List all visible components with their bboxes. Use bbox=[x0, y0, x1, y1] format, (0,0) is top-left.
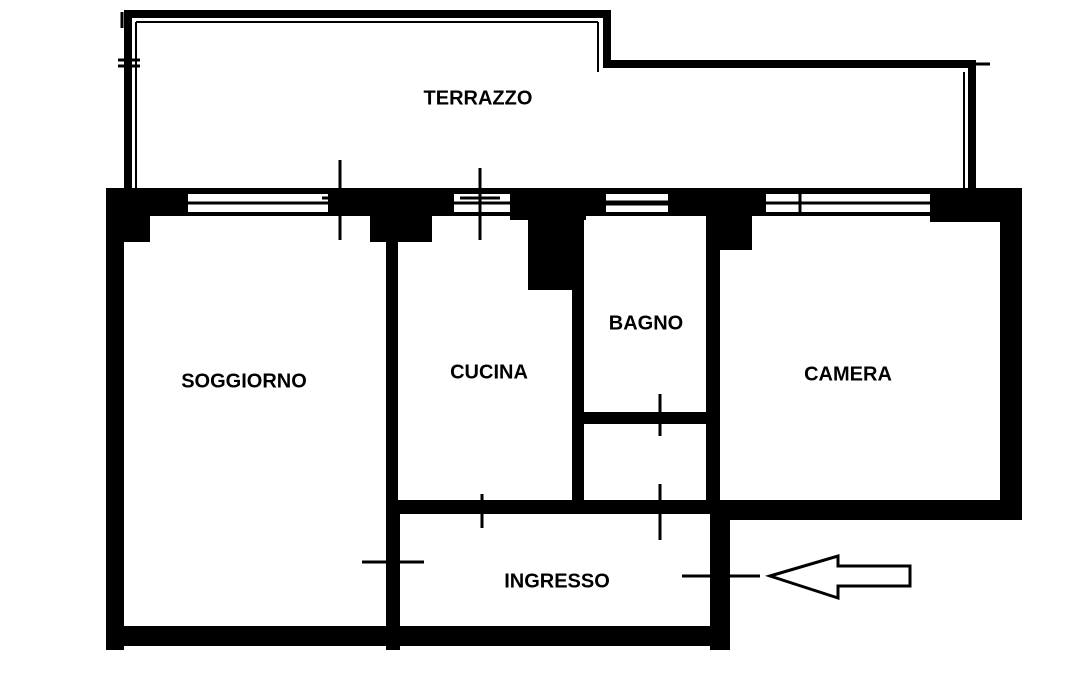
top-windows bbox=[188, 194, 930, 212]
room-label-ingresso: INGRESSO bbox=[504, 570, 610, 592]
terrazzo-railing bbox=[124, 10, 976, 190]
room-label-camera: CAMERA bbox=[804, 363, 892, 385]
room-label-soggiorno: SOGGIORNO bbox=[181, 370, 307, 392]
room-label-terrazzo: TERRAZZO bbox=[424, 87, 533, 109]
room-label-bagno: BAGNO bbox=[609, 312, 683, 334]
interior-walls bbox=[386, 216, 720, 650]
entrance-arrow-icon bbox=[764, 553, 912, 601]
terrazzo-ticks bbox=[118, 12, 990, 68]
room-label-cucina: CUCINA bbox=[450, 361, 528, 383]
terrazzo-railing-inner bbox=[135, 21, 965, 188]
